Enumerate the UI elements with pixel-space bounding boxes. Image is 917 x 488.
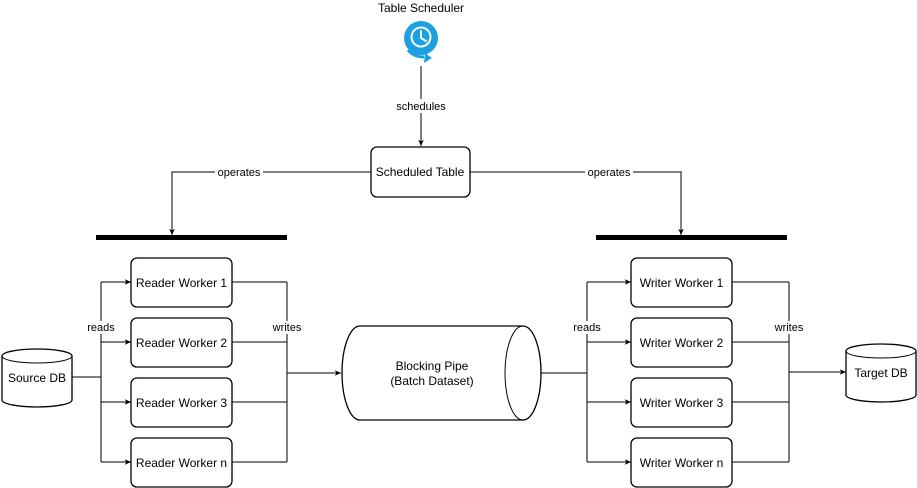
- writer-fork-bar: [596, 235, 787, 240]
- pipe-subtitle: (Batch Dataset): [390, 374, 473, 388]
- writer-worker-label: Writer Worker 1: [640, 276, 724, 290]
- reader-worker-label: Reader Worker 3: [136, 396, 227, 410]
- blocking-pipe-node[interactable]: Blocking Pipe (Batch Dataset): [341, 325, 542, 421]
- writer-worker-1[interactable]: Writer Worker 1: [630, 257, 733, 308]
- writes-right-label: writes: [774, 322, 804, 334]
- edge-schedules: schedules: [394, 66, 448, 146]
- scheduler-title: Table Scheduler: [378, 1, 464, 15]
- writer-worker-label: Writer Worker n: [640, 456, 724, 470]
- writer-worker-n[interactable]: Writer Worker n: [630, 437, 733, 488]
- operates-left-label: operates: [218, 167, 261, 179]
- reader-worker-2[interactable]: Reader Worker 2: [130, 317, 233, 368]
- writer-worker-3[interactable]: Writer Worker 3: [630, 377, 733, 428]
- reads-left-label: reads: [87, 322, 115, 334]
- edge-operates-left: operates: [169, 166, 371, 235]
- clock-sync-icon: [404, 21, 438, 63]
- pipe-title: Blocking Pipe: [396, 359, 469, 373]
- writer-worker-2[interactable]: Writer Worker 2: [630, 317, 733, 368]
- target-db-label: Target DB: [854, 366, 907, 380]
- reads-right-label: reads: [573, 322, 601, 334]
- reader-worker-1[interactable]: Reader Worker 1: [130, 257, 233, 308]
- edge-reads-left: reads: [72, 279, 131, 465]
- reader-fork-bar: [96, 235, 287, 240]
- writes-left-label: writes: [272, 322, 302, 334]
- schedules-label: schedules: [396, 101, 446, 113]
- writer-worker-label: Writer Worker 2: [640, 336, 724, 350]
- operates-right-label: operates: [588, 167, 631, 179]
- edge-writes-left: writes: [232, 281, 341, 463]
- target-db-node[interactable]: Target DB: [845, 343, 917, 403]
- reader-worker-label: Reader Worker 1: [136, 276, 227, 290]
- scheduled-table-node[interactable]: Scheduled Table: [370, 146, 471, 198]
- source-db-node[interactable]: Source DB: [1, 348, 73, 408]
- edge-writes-right: writes: [732, 281, 846, 463]
- source-db-label: Source DB: [8, 371, 66, 385]
- edge-reads-right: reads: [541, 279, 631, 465]
- scheduled-table-label: Scheduled Table: [376, 165, 465, 179]
- reader-worker-n[interactable]: Reader Worker n: [130, 437, 233, 488]
- edge-operates-right: operates: [470, 166, 684, 235]
- reader-worker-label: Reader Worker 2: [136, 336, 227, 350]
- reader-worker-label: Reader Worker n: [136, 456, 227, 470]
- writer-worker-label: Writer Worker 3: [640, 396, 724, 410]
- reader-worker-3[interactable]: Reader Worker 3: [130, 377, 233, 428]
